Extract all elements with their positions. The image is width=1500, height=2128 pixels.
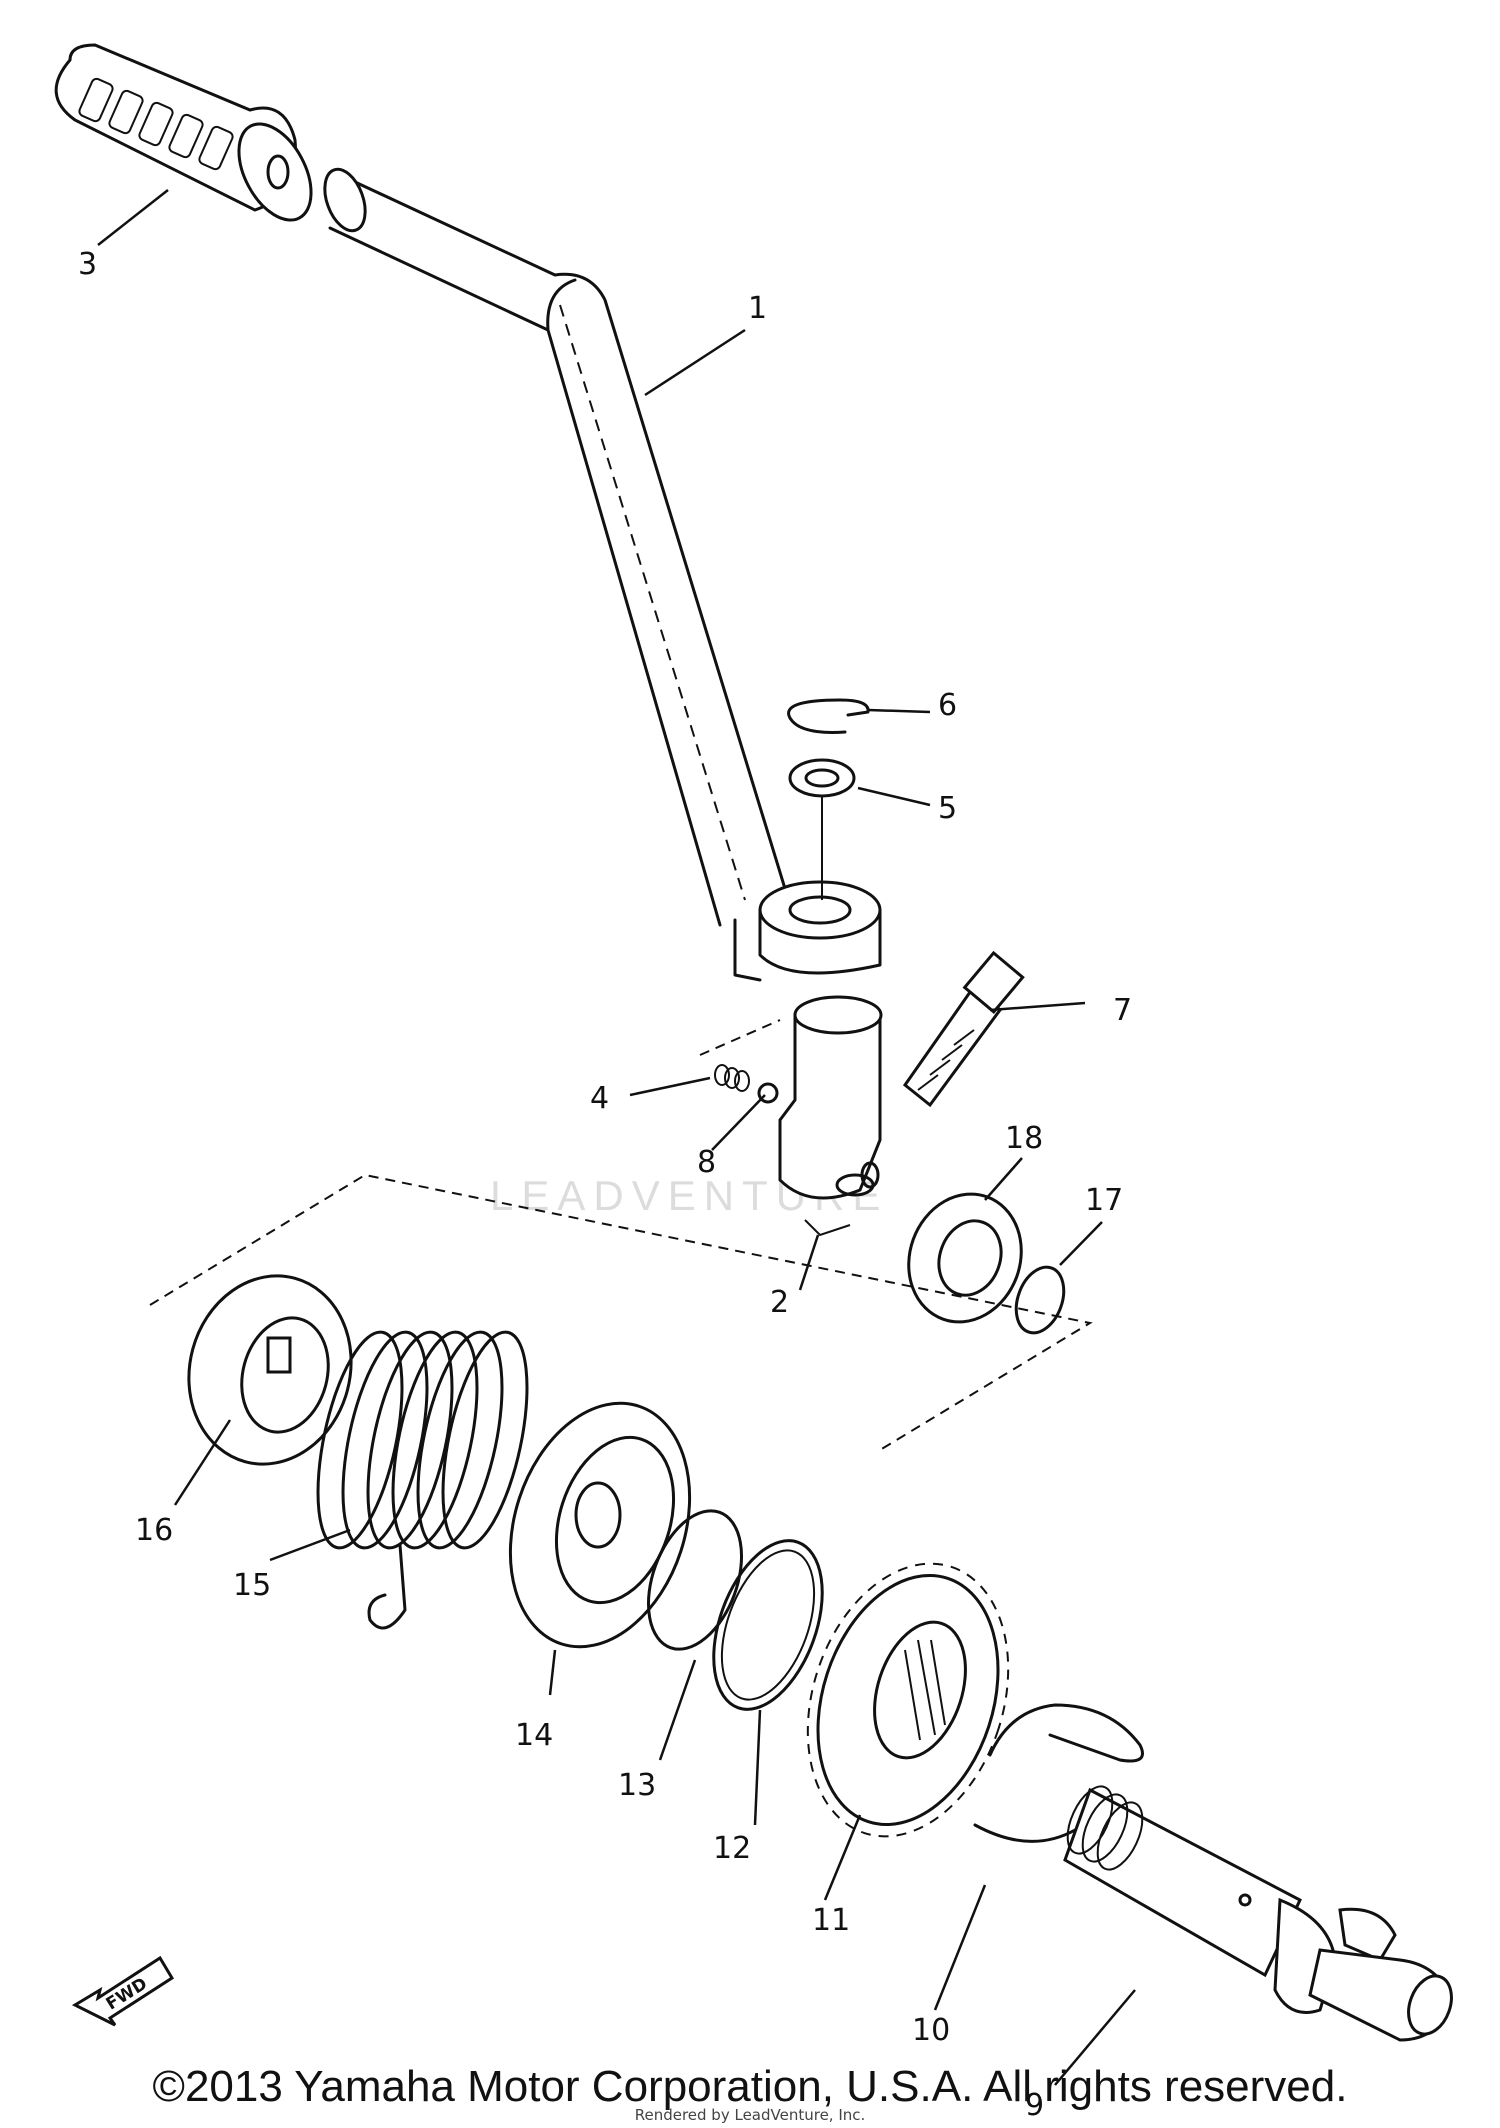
callout-18: 18 [1005, 1121, 1043, 1156]
callout-8: 8 [697, 1145, 716, 1180]
part-17-circlip [1014, 1265, 1066, 1335]
callout-14: 14 [515, 1718, 553, 1753]
leader-lines [97, 189, 1136, 2086]
part-16-spring-guide [187, 1274, 353, 1466]
callout-6: 6 [938, 688, 957, 723]
callout-15: 15 [233, 1568, 271, 1603]
callout-5: 5 [938, 791, 957, 826]
callout-13: 13 [618, 1768, 656, 1803]
callout-numbers: 1 2 3 4 5 6 7 8 9 10 11 12 13 14 15 16 1… [78, 247, 1132, 2123]
callout-4: 4 [590, 1081, 609, 1116]
part-10-clip [973, 1703, 1144, 1843]
callout-10: 10 [912, 2013, 950, 2048]
callout-11: 11 [812, 1903, 850, 1938]
part-4-spring [714, 1064, 750, 1092]
part-15-torsion-spring [316, 1330, 529, 1630]
assembly-outline [149, 1173, 1093, 1451]
part-2-kick-boss [778, 995, 883, 1237]
callout-2: 2 [770, 1285, 789, 1320]
part-14-spring-cover [508, 1401, 692, 1649]
fwd-arrow-icon: FWD [71, 1955, 175, 2027]
part-5-washer [788, 758, 856, 900]
part-1-kick-crank [328, 173, 882, 982]
part-6-circlip [787, 698, 870, 734]
callout-16: 16 [135, 1513, 173, 1548]
callout-7: 7 [1113, 993, 1132, 1028]
assembly-outline-upper [699, 1019, 781, 1056]
part-12-circlip [712, 1539, 824, 1711]
part-9-kick-axle [1063, 1785, 1453, 2042]
part-3-kick-grip [54, 43, 367, 233]
part-13-circlip [646, 1509, 744, 1651]
part-7-bolt [902, 950, 1025, 1108]
callout-9: 9 [1025, 2088, 1044, 2123]
callout-1: 1 [748, 291, 767, 326]
rendered-by-credit: Rendered by LeadVenture, Inc. [634, 2106, 866, 2124]
callout-12: 12 [713, 1831, 751, 1866]
copyright-notice: ©2013 Yamaha Motor Corporation, U.S.A. A… [152, 2062, 1348, 2111]
part-11-kick-gear [806, 1562, 1010, 1838]
callout-17: 17 [1085, 1183, 1123, 1218]
callout-3: 3 [78, 247, 97, 282]
